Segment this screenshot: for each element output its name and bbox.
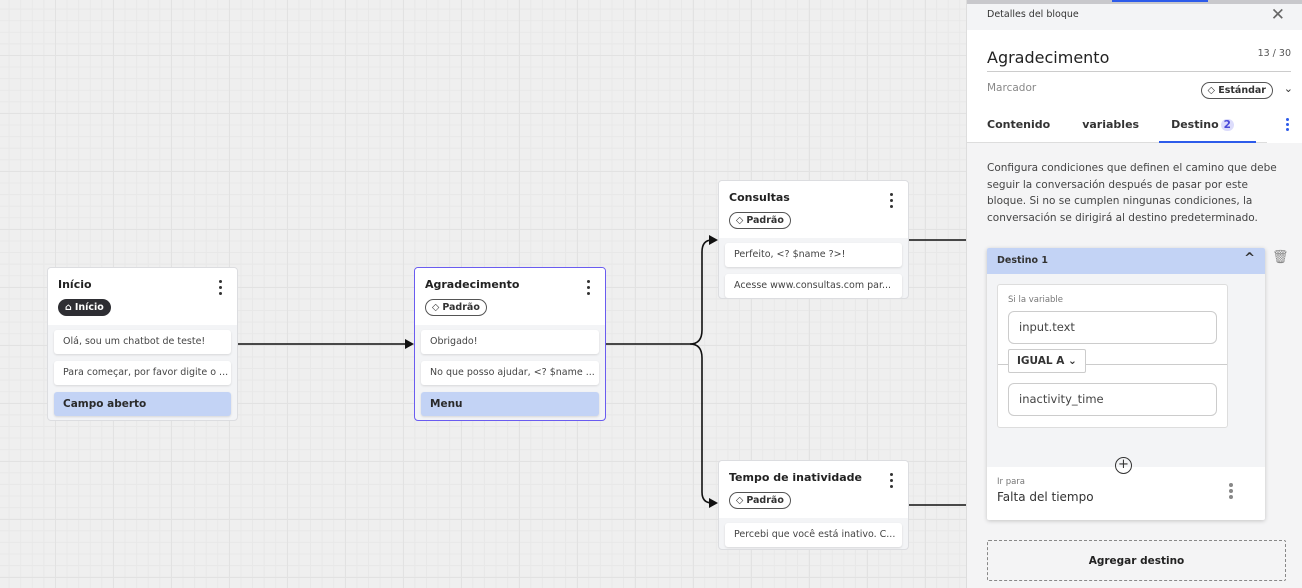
- node-title: Agradecimento: [425, 278, 520, 291]
- message[interactable]: No que posso ajudar, <? $name ...: [421, 361, 599, 385]
- tab-label: Destino: [1171, 118, 1219, 131]
- destination-title: Destino 1: [997, 255, 1048, 266]
- node-title: Início: [58, 278, 92, 291]
- home-icon: ⌂: [65, 302, 72, 313]
- variable-input[interactable]: input.text: [1008, 311, 1217, 344]
- top-strip: [967, 0, 1302, 4]
- input-option[interactable]: Menu: [421, 392, 599, 416]
- more-options-icon[interactable]: [890, 473, 894, 491]
- tag: ◇Padrão: [729, 492, 791, 509]
- more-options-icon[interactable]: [219, 280, 223, 298]
- tag: ◇Padrão: [425, 299, 487, 316]
- message[interactable]: Acesse www.consultas.com par...: [725, 274, 902, 298]
- panel-header: Detalles del bloque ✕: [967, 4, 1302, 30]
- chevron-up-icon[interactable]: ^: [1244, 251, 1255, 266]
- node-inicio[interactable]: Início ⌂Início Olá, sou um chatbot de te…: [47, 267, 238, 421]
- tag-icon: ◇: [736, 215, 744, 226]
- block-details-panel: Detalles del bloque ✕ Agradecimento 13 / …: [966, 0, 1302, 588]
- node-tempo-de-inatividade[interactable]: Tempo de inatividade ◇Padrão Percebi que…: [718, 460, 909, 550]
- arrow-head: [709, 235, 718, 245]
- tag: ◇Padrão: [729, 212, 791, 229]
- add-condition-icon[interactable]: +: [1115, 457, 1132, 474]
- message[interactable]: Obrigado!: [421, 330, 599, 354]
- message[interactable]: Perfeito, <? $name ?>!: [725, 243, 902, 267]
- tag-icon: ◇: [736, 495, 744, 506]
- tag-icon: ◇: [1207, 85, 1219, 96]
- node-agradecimento[interactable]: Agradecimento ◇Padrão Obrigado! No que p…: [414, 267, 606, 421]
- edges: [238, 235, 966, 508]
- add-destination-button[interactable]: Agregar destino: [987, 540, 1286, 581]
- close-icon[interactable]: ✕: [1270, 5, 1285, 25]
- condition-box: Si la variable input.text IGUAL A ⌄ inac…: [997, 284, 1228, 428]
- tag-icon: ◇: [432, 302, 440, 313]
- tag-label: Padrão: [442, 302, 480, 313]
- destination-header[interactable]: Destino 1 ^: [987, 248, 1265, 274]
- divider: [987, 71, 1291, 72]
- arrow-head: [405, 339, 414, 349]
- char-count: 13 / 30: [1257, 48, 1291, 59]
- block-name-input[interactable]: Agradecimento: [987, 48, 1110, 67]
- start-tag: ⌂Início: [58, 299, 111, 316]
- go-to-label: Ir para: [997, 477, 1026, 487]
- tab-variables[interactable]: variables: [1082, 118, 1140, 131]
- divider: [998, 364, 1227, 365]
- description: Configura condiciones que definen el cam…: [987, 162, 1277, 224]
- tab-contenido[interactable]: Contenido: [987, 118, 1051, 131]
- more-options-icon[interactable]: [587, 280, 591, 298]
- flow-canvas[interactable]: Início ⌂Início Olá, sou um chatbot de te…: [0, 0, 966, 588]
- arrow-head: [709, 498, 718, 508]
- trash-icon[interactable]: 🗑: [1272, 250, 1289, 265]
- marker-value: Estándar: [1218, 85, 1266, 96]
- chevron-down-icon: ⌄: [1067, 355, 1077, 367]
- operator-select[interactable]: IGUAL A ⌄: [1008, 349, 1086, 373]
- count-badge: 2: [1220, 119, 1234, 131]
- chevron-down-icon[interactable]: ⌄: [1283, 82, 1293, 95]
- message[interactable]: Para começar, por favor digite o ...: [54, 361, 231, 385]
- tag-label: Padrão: [746, 495, 784, 506]
- node-title: Tempo de inatividade: [729, 471, 863, 484]
- tag-label: Início: [74, 302, 104, 313]
- more-options-icon[interactable]: [1229, 483, 1233, 501]
- node-consultas[interactable]: Consultas ◇Padrão Perfeito, <? $name ?>!…: [718, 180, 909, 299]
- operator-value: IGUAL A: [1017, 355, 1065, 367]
- node-title: Consultas: [729, 191, 790, 204]
- message[interactable]: Percebi que você está inativo. C...: [725, 523, 902, 547]
- marker-label: Marcador: [987, 82, 1037, 94]
- message[interactable]: Olá, sou um chatbot de teste!: [54, 330, 231, 354]
- go-to-value[interactable]: Falta del tiempo: [997, 490, 1094, 504]
- destination-card: Destino 1 ^ Si la variable input.text IGU…: [987, 248, 1265, 520]
- value-input[interactable]: inactivity_time: [1008, 383, 1217, 416]
- input-option[interactable]: Campo aberto: [54, 392, 231, 416]
- tag-label: Padrão: [746, 215, 784, 226]
- condition-label: Si la variable: [1008, 295, 1064, 305]
- panel-title: Detalles del bloque: [987, 9, 1079, 20]
- edge-agradecimento-consultas: [606, 239, 713, 345]
- marker-select[interactable]: ◇ Estándar: [1200, 82, 1273, 99]
- edge-agradecimento-tempo: [689, 343, 713, 504]
- more-options-icon[interactable]: [1286, 118, 1289, 133]
- more-options-icon[interactable]: [890, 193, 894, 211]
